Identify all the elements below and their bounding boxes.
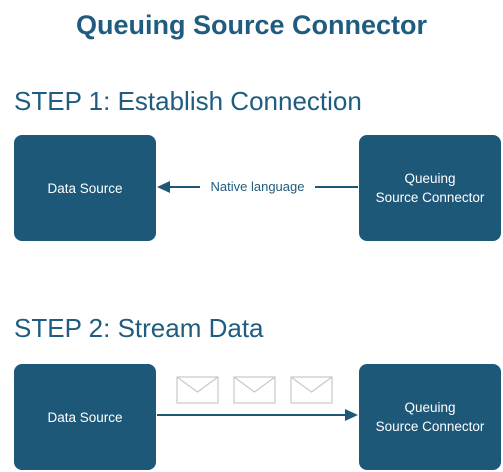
envelope-icon [176, 376, 219, 404]
step2-connector-label-line2: Source Connector [375, 419, 485, 434]
step2-heading: STEP 2: Stream Data [14, 313, 264, 343]
step1-data-source-label: Data Source [47, 180, 123, 196]
step1-heading: STEP 1: Establish Connection [14, 86, 362, 116]
diagram-title: Queuing Source Connector [75, 10, 428, 40]
step1-connector-label-line2: Source Connector [375, 190, 485, 205]
step1-data-source-box: Data Source [14, 135, 156, 241]
step2-connector-label-line1: Queuing [404, 400, 456, 415]
step2-data-source-box: Data Source [14, 364, 156, 470]
step2-data-source-label: Data Source [47, 409, 123, 425]
envelope-icon [233, 376, 276, 404]
step1-arrow-label: Native language [200, 178, 315, 196]
step2-stream-arrow [157, 409, 358, 421]
envelope-icon [290, 376, 333, 404]
step1-connector-label-line1: Queuing [404, 171, 456, 186]
step1-queuing-connector-box: Queuing Source Connector [359, 135, 501, 241]
step2-queuing-connector-box: Queuing Source Connector [359, 364, 501, 470]
